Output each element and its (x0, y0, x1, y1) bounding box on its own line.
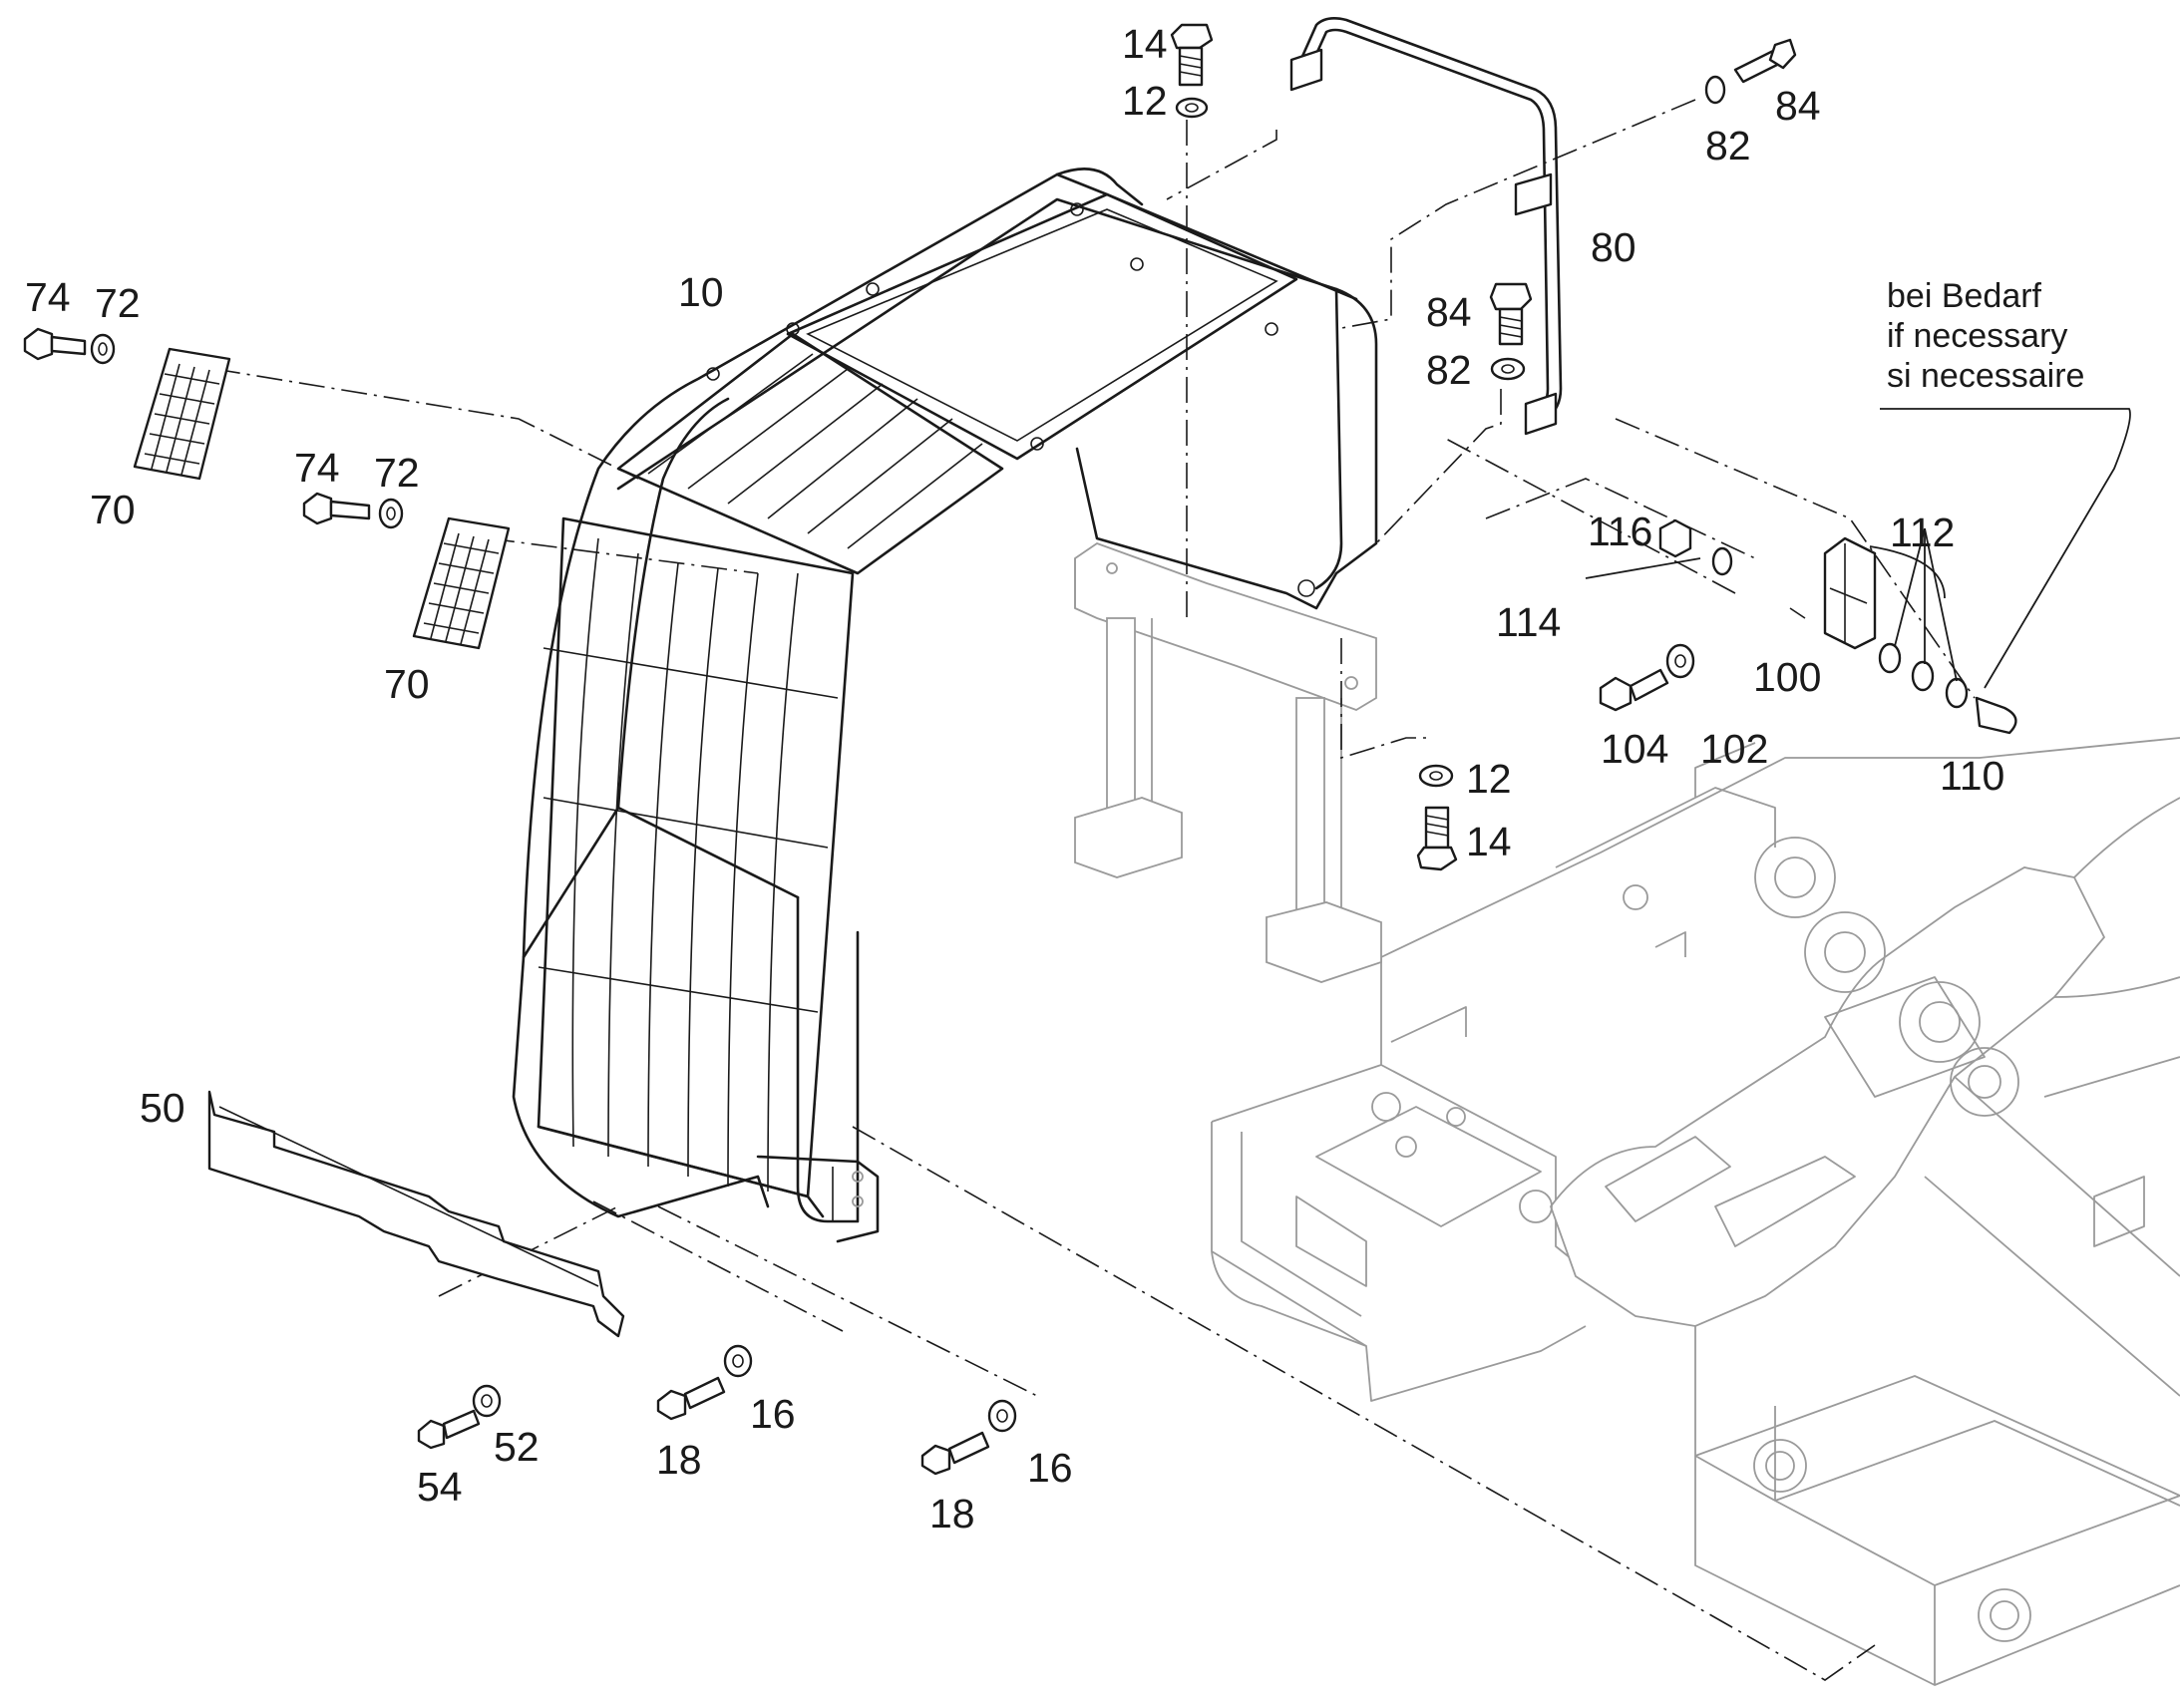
callout-16-right: 16 (1027, 1445, 1073, 1491)
callout-leaders (1585, 408, 2131, 689)
callout-10: 10 (678, 269, 724, 315)
nut-116 (1658, 518, 1692, 558)
fastener-84-middle (1489, 282, 1533, 346)
washers-112 (1878, 642, 1969, 709)
washer-12-upper (1175, 97, 1209, 119)
washer-114 (1711, 546, 1733, 576)
callout-70-lower: 70 (384, 661, 430, 707)
callout-82-upper: 82 (1705, 123, 1751, 169)
washer-72-lower (378, 498, 404, 529)
callout-18-right: 18 (929, 1491, 975, 1537)
handrail (1289, 17, 1563, 436)
callout-102: 102 (1700, 726, 1768, 772)
washer-16-left (723, 1344, 753, 1378)
callout-80: 80 (1591, 224, 1636, 270)
fastener-84-upper (1733, 38, 1797, 84)
callout-70-upper: 70 (90, 487, 136, 532)
callout-74-upper: 74 (25, 274, 71, 320)
callout-74-lower: 74 (294, 445, 340, 491)
callout-50: 50 (140, 1085, 185, 1131)
bolt-74-upper (23, 327, 87, 361)
step-plate-lower (412, 516, 511, 650)
callout-14-lower: 14 (1466, 819, 1512, 864)
note-line-en: if necessary (1887, 317, 2067, 355)
bolt-104 (1599, 668, 1669, 712)
callout-labels: 14 12 82 84 80 10 74 72 70 74 72 70 84 8… (25, 21, 2004, 1537)
callout-112: 112 (1890, 510, 1955, 555)
bolt-54 (417, 1409, 481, 1450)
callout-18-left: 18 (656, 1437, 702, 1483)
bolt-74-lower (302, 492, 371, 525)
callout-114: 114 (1496, 599, 1561, 645)
callout-84-middle: 84 (1426, 289, 1472, 335)
washer-82-upper (1704, 75, 1726, 105)
washer-102 (1665, 643, 1695, 679)
note-line-fr: si necessaire (1887, 357, 2084, 395)
callout-54: 54 (417, 1464, 463, 1510)
callout-16-left: 16 (750, 1391, 796, 1437)
mount-bracket (1074, 541, 1382, 983)
callout-82-middle: 82 (1426, 347, 1472, 393)
callout-14-upper: 14 (1122, 21, 1168, 67)
mounting-bracket (1823, 536, 1877, 650)
cap-110 (1975, 696, 2017, 735)
bolt-18-right (920, 1431, 990, 1476)
callout-100: 100 (1753, 654, 1821, 700)
bolt-18-left (656, 1376, 726, 1421)
fastener-14-lower (1416, 806, 1458, 871)
washer-52 (472, 1384, 502, 1418)
note-line-de: bei Bedarf (1887, 277, 2042, 315)
callout-84-upper: 84 (1775, 83, 1821, 129)
callout-110: 110 (1940, 753, 2004, 799)
callout-72-upper: 72 (95, 280, 141, 326)
callout-12-lower: 12 (1466, 756, 1512, 802)
washer-16-right (987, 1399, 1017, 1433)
callout-52: 52 (494, 1424, 540, 1470)
assembly-lines (213, 99, 1976, 1681)
washer-72-upper (90, 333, 116, 365)
callout-116: 116 (1588, 509, 1652, 554)
step-plate-upper (133, 347, 231, 481)
fastener-14-upper (1170, 23, 1214, 87)
upper-carriage-frame (1211, 737, 2180, 1686)
callout-12-upper: 12 (1122, 78, 1168, 124)
optional-note: bei Bedarf if necessary si necessaire (1887, 277, 2084, 395)
skirt-plate (207, 1090, 625, 1338)
protective-grille-guard (512, 168, 1378, 1243)
callout-104: 104 (1601, 726, 1668, 772)
callout-72-lower: 72 (374, 450, 420, 496)
washer-12-lower (1418, 764, 1454, 788)
washer-82-middle (1490, 357, 1526, 381)
